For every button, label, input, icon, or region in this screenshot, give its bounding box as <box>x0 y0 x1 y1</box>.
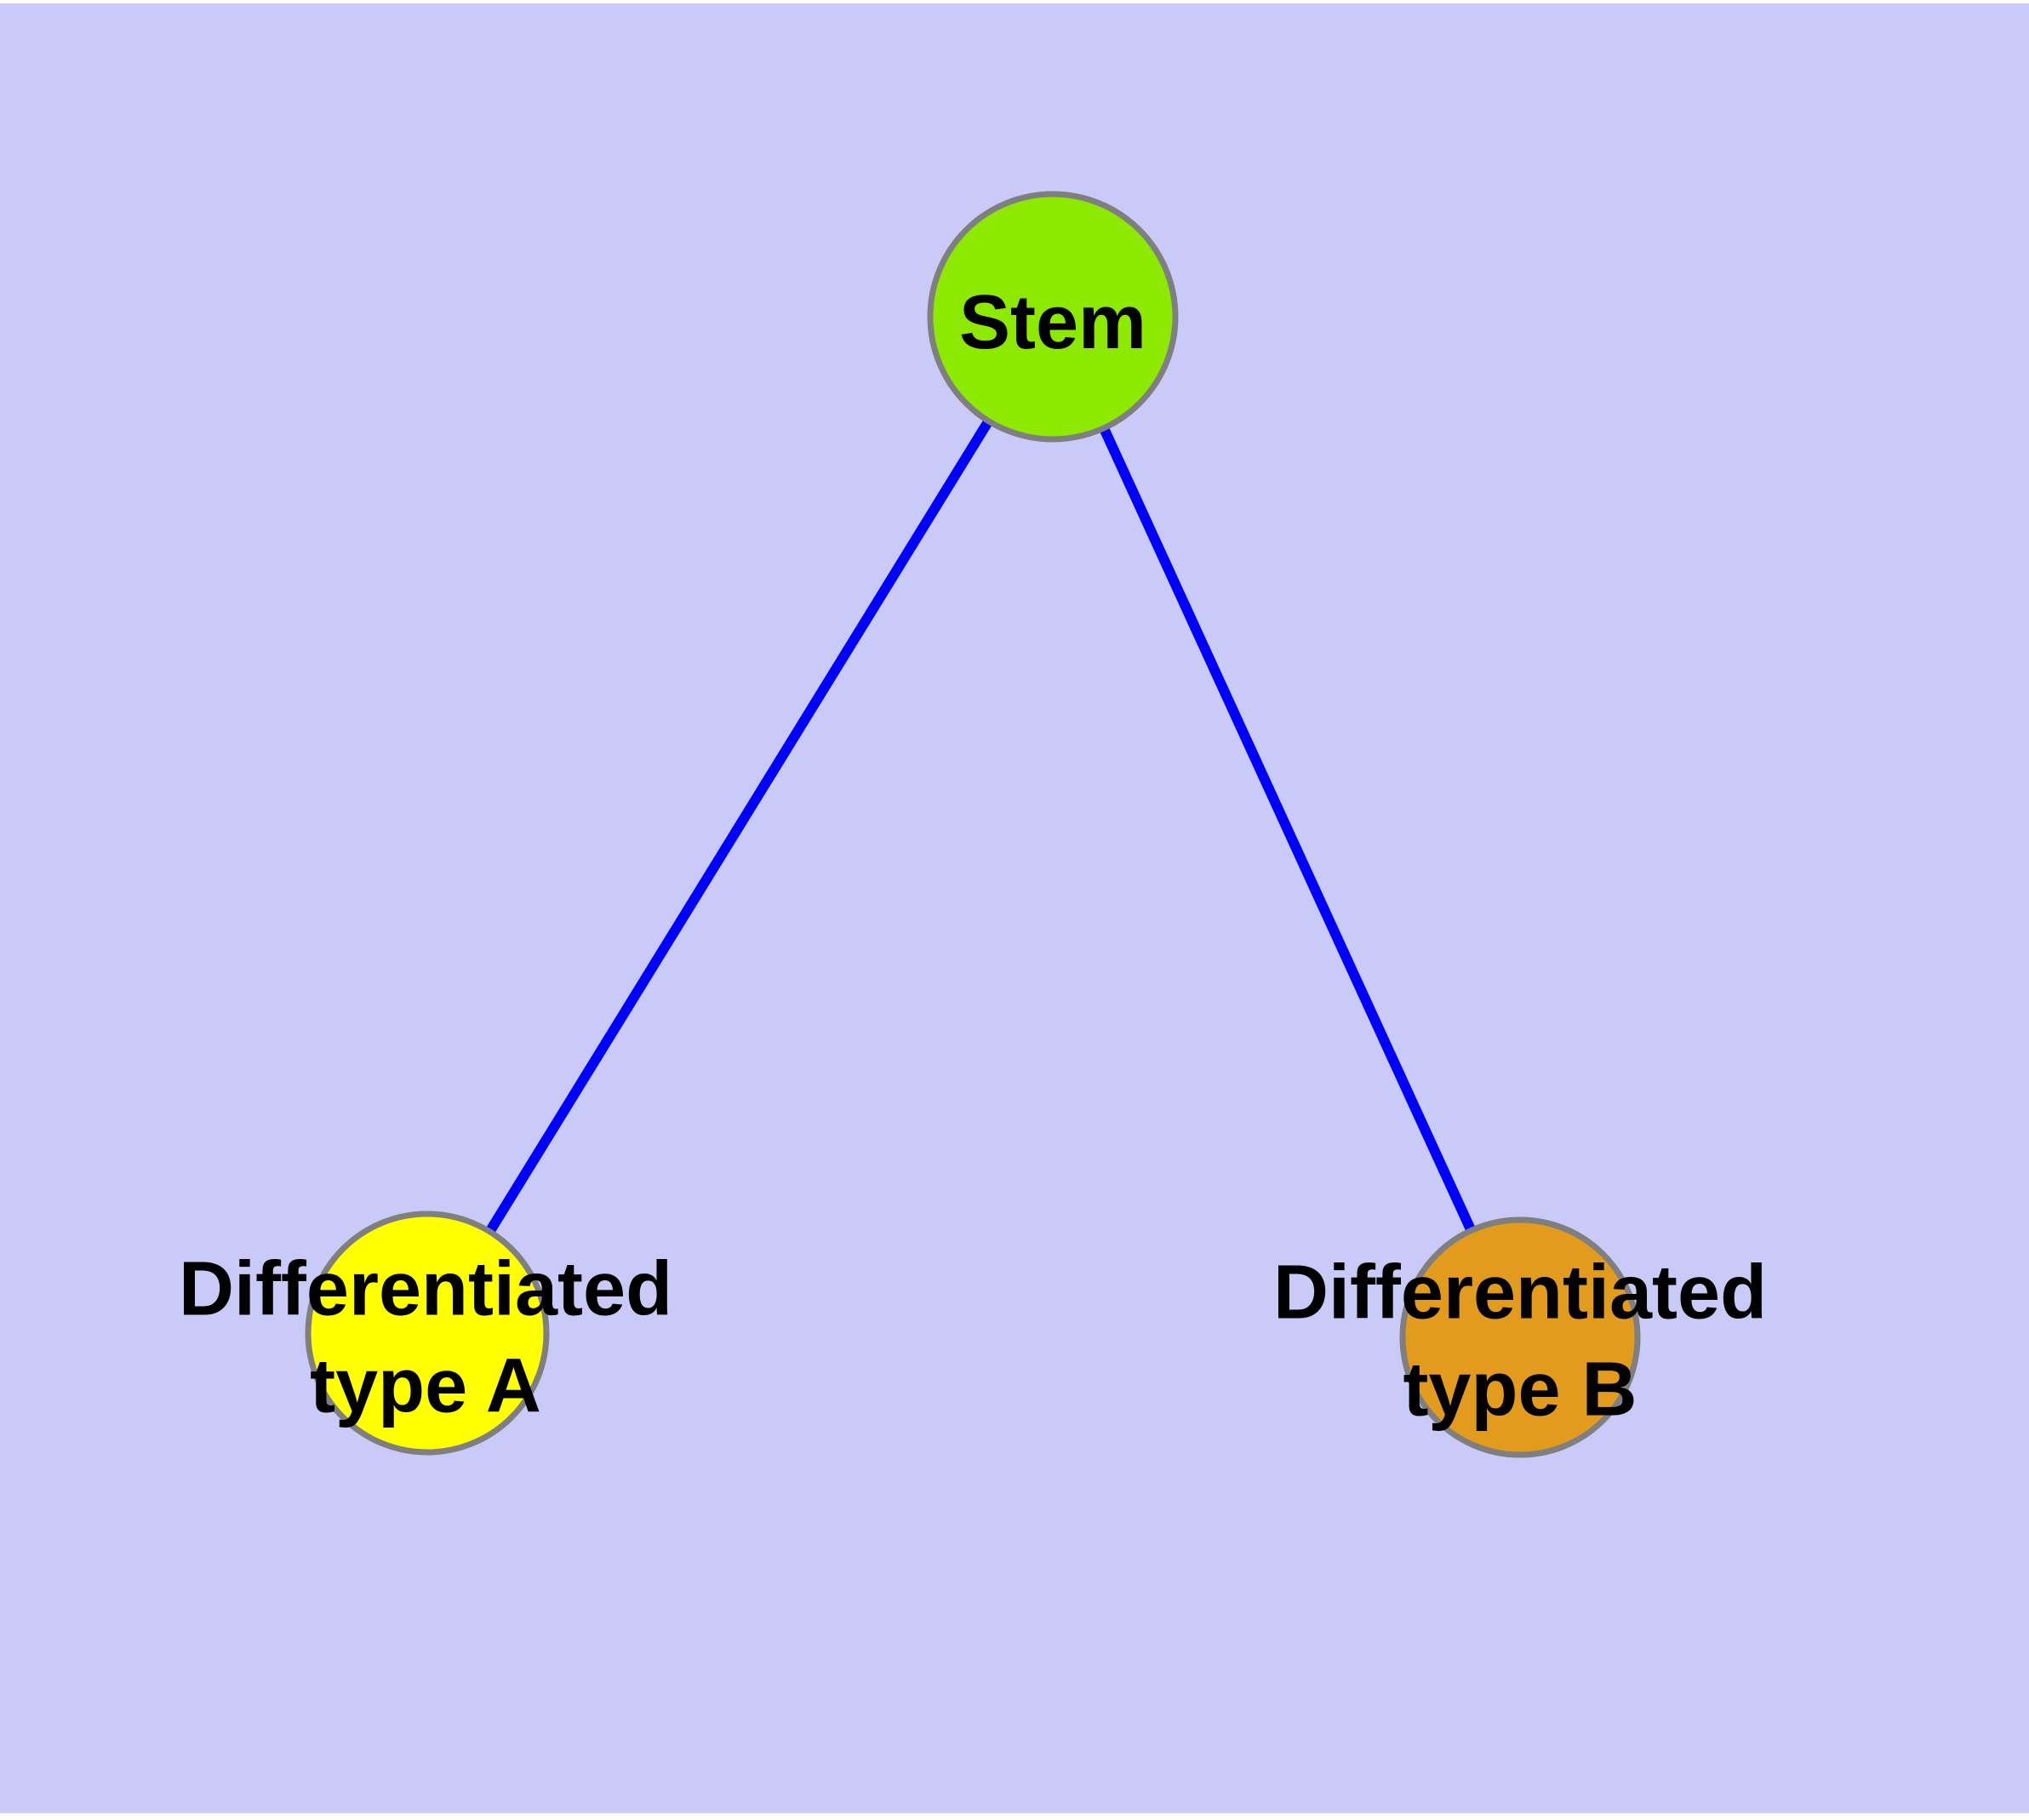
node-stem-circle <box>927 191 1179 443</box>
edge-stem-to-type-b <box>1048 314 1525 1340</box>
diagram-background: Stem Differentiated type A Differentiate… <box>0 3 2029 1813</box>
node-type-b-circle <box>1399 1216 1641 1458</box>
edge-stem-to-type-a <box>422 313 1058 1336</box>
node-type-a-circle <box>305 1210 550 1456</box>
node-type-b-label: Differentiated type B <box>1272 1250 1768 1433</box>
node-stem-label: Stem <box>958 279 1147 365</box>
node-type-a-label: Differentiated type A <box>178 1246 673 1429</box>
graph-canvas <box>305 191 1641 1458</box>
